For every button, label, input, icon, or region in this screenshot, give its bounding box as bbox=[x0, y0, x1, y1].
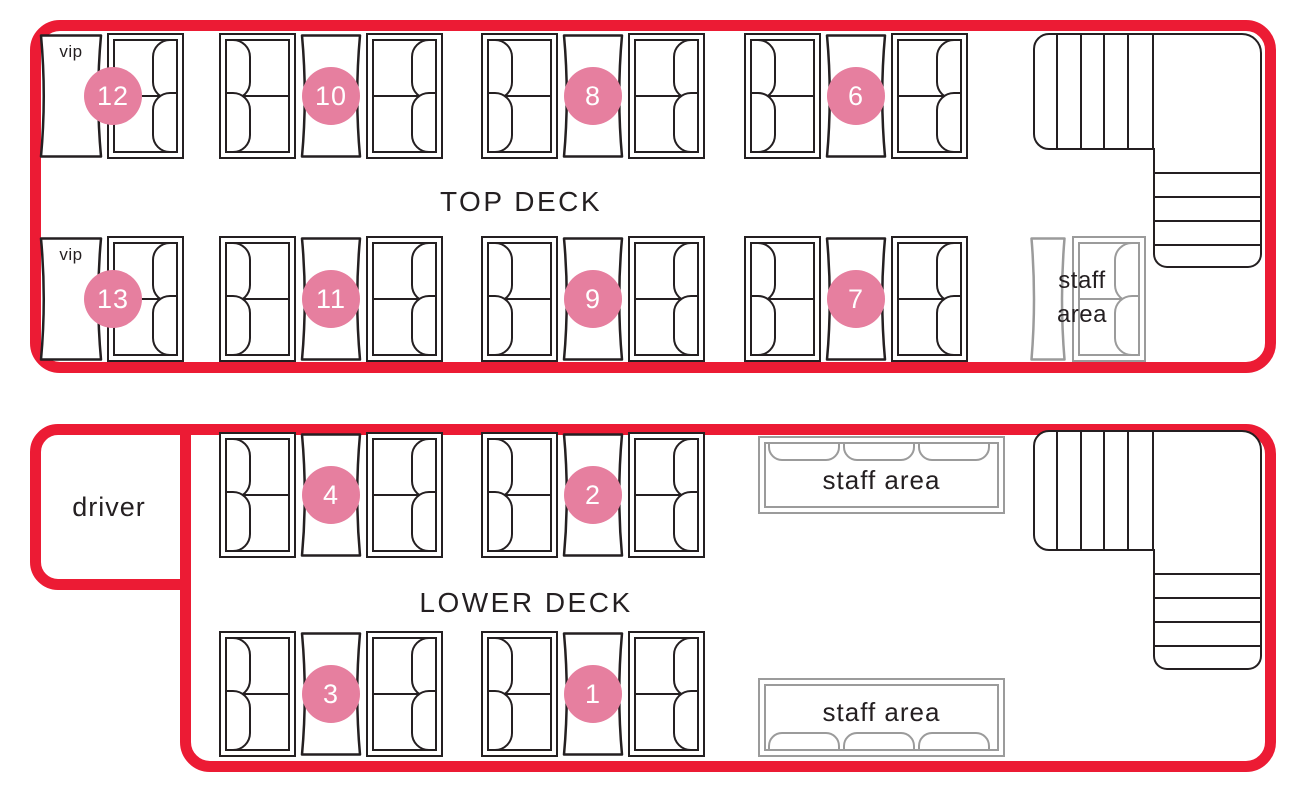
booth-seat bbox=[219, 236, 296, 362]
booth-seat bbox=[891, 33, 968, 159]
table-number-4[interactable]: 4 bbox=[302, 466, 360, 524]
table-number-8[interactable]: 8 bbox=[564, 67, 622, 125]
table-number-2[interactable]: 2 bbox=[564, 466, 622, 524]
staff-area-label-line2: area bbox=[1056, 301, 1108, 328]
table-number-10[interactable]: 10 bbox=[302, 67, 360, 125]
booth-seat bbox=[366, 236, 443, 362]
stairs-lower-flight bbox=[1153, 549, 1262, 670]
vip-table-12 bbox=[39, 34, 103, 158]
top-deck-title: TOP DECK bbox=[439, 186, 603, 217]
booth-seat bbox=[481, 432, 558, 558]
table-number-3[interactable]: 3 bbox=[302, 665, 360, 723]
booth-seat bbox=[481, 236, 558, 362]
table-number-6[interactable]: 6 bbox=[827, 67, 885, 125]
vip-table-13 bbox=[39, 237, 103, 361]
staff-bench-label: staff area bbox=[822, 464, 941, 495]
booth-seat bbox=[891, 236, 968, 362]
driver-label: driver bbox=[72, 491, 146, 522]
staff-table bbox=[1030, 237, 1066, 361]
booth-seat bbox=[366, 33, 443, 159]
staff-bench-rear: staff area bbox=[758, 678, 1005, 757]
vip-label: vip bbox=[59, 42, 83, 61]
stairs-lower-deck bbox=[1033, 430, 1262, 670]
booth-seat bbox=[744, 236, 821, 362]
booth-seat bbox=[219, 631, 296, 757]
staff-bench-label: staff area bbox=[822, 697, 941, 727]
booth-seat bbox=[107, 33, 184, 159]
staff-bench-front: staff area bbox=[758, 436, 1005, 514]
vip-label: vip bbox=[59, 245, 83, 264]
stairs-top-deck bbox=[1033, 33, 1262, 268]
booth-seat bbox=[744, 33, 821, 159]
table-number-13[interactable]: 13 bbox=[84, 270, 142, 328]
booth-seat bbox=[481, 33, 558, 159]
booth-seat bbox=[628, 236, 705, 362]
lower-deck-outline bbox=[180, 424, 1276, 772]
booth-seat bbox=[628, 432, 705, 558]
table-number-11[interactable]: 11 bbox=[302, 270, 360, 328]
stairs-upper-flight bbox=[1033, 430, 1262, 551]
staff-area-label: staff area bbox=[1022, 264, 1142, 332]
booth-seat bbox=[481, 631, 558, 757]
staff-area-label-line1: staff bbox=[1058, 267, 1106, 294]
stairs-upper-flight bbox=[1033, 33, 1262, 150]
lower-deck-title: LOWER DECK bbox=[419, 587, 633, 618]
booth-seat bbox=[219, 432, 296, 558]
top-deck-outline bbox=[30, 20, 1276, 373]
booth-seat bbox=[628, 631, 705, 757]
table-number-9[interactable]: 9 bbox=[564, 270, 622, 328]
table-number-12[interactable]: 12 bbox=[84, 67, 142, 125]
booth-seat bbox=[366, 432, 443, 558]
stairs-lower-flight bbox=[1153, 148, 1262, 268]
table-number-1[interactable]: 1 bbox=[564, 665, 622, 723]
booth-seat bbox=[366, 631, 443, 757]
table-number-7[interactable]: 7 bbox=[827, 270, 885, 328]
booth-seat bbox=[219, 33, 296, 159]
booth-seat bbox=[628, 33, 705, 159]
staff-booth-seat bbox=[1072, 236, 1146, 362]
